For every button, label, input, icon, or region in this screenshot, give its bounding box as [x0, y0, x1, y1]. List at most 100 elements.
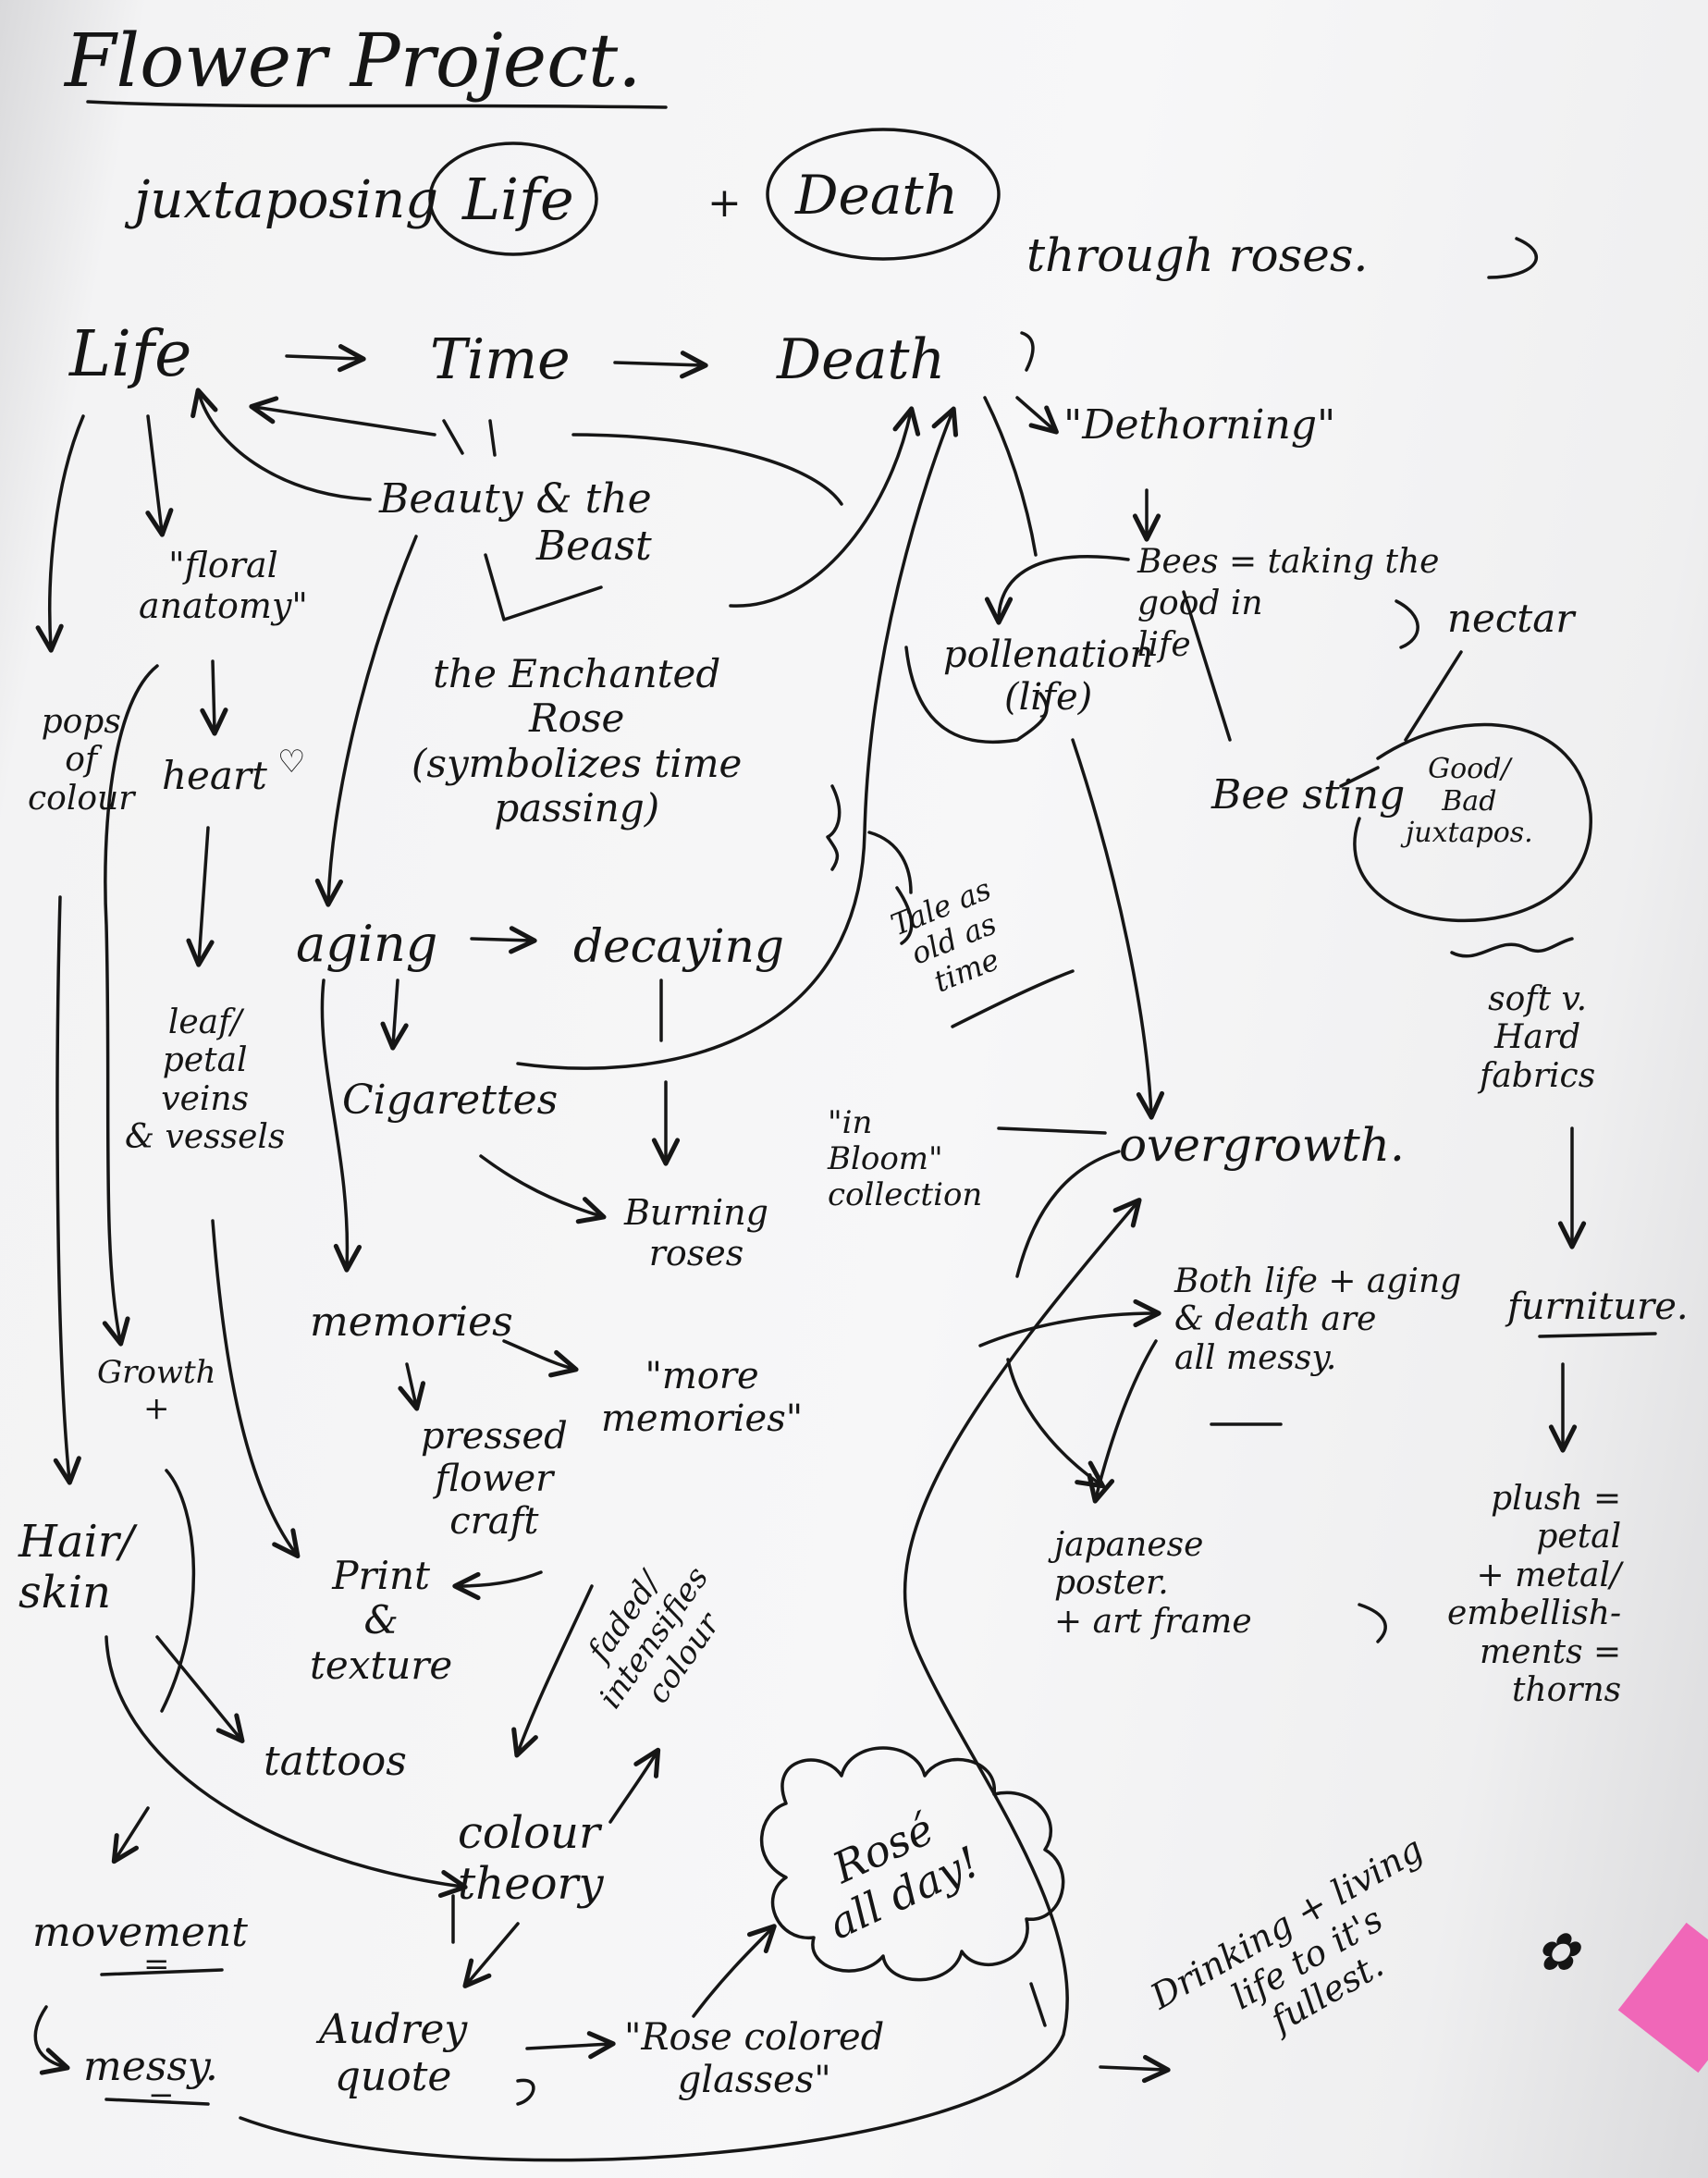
- arrow-beauty-aging: [314, 535, 418, 907]
- node-aging: aging: [296, 915, 438, 973]
- arrow-drinking: [1099, 2054, 1171, 2084]
- node-audrey: Audrey quote: [319, 2006, 468, 2100]
- arrow-bees-pollenation: [984, 555, 1130, 625]
- node-movement: movement: [32, 1909, 248, 1956]
- node-memories: memories: [310, 1298, 513, 1346]
- node-pops-of-colour: pops of colour: [28, 703, 135, 818]
- node-dethorning: "Dethorning": [1063, 401, 1336, 449]
- node-plush: plush = petal + metal/ embellish- ments …: [1447, 1480, 1622, 1709]
- nectar-line: [1404, 650, 1463, 742]
- arrow-beauty-to-life: [190, 388, 372, 501]
- arrow-glasses-rose: [692, 1924, 777, 2018]
- tale-border-top: [895, 886, 914, 945]
- arrow-aging-cigarettes: [380, 978, 409, 1051]
- nectar-bracket: [1395, 599, 1419, 649]
- node-bees: Bees = taking the good in life: [1137, 543, 1440, 664]
- arrow-time-to-life: [249, 396, 436, 437]
- death-swoosh: [1020, 331, 1035, 372]
- title-underline: [86, 100, 668, 109]
- long-swoop-to-overgrowth: [239, 1198, 1142, 2162]
- arrow-hair-tattoos: [155, 1635, 245, 1743]
- arrow-overgrowth-both: [978, 1298, 1161, 1347]
- arrow-overgrowth-japanese: [1006, 1358, 1106, 1489]
- node-burning-roses: Burning roses: [624, 1192, 768, 1274]
- node-leaf-petal: leaf/ petal veins & vessels: [125, 1003, 286, 1157]
- subtitle-death: Death: [795, 164, 959, 227]
- tale-underline: [951, 969, 1075, 1028]
- node-pollenation: pollenation (life): [943, 634, 1154, 719]
- rose-to-drinking-line: [1029, 1982, 1047, 2027]
- node-enchanted-rose: the Enchanted Rose (symbolizes time pass…: [412, 651, 743, 831]
- soft-hard-squiggle: [1450, 937, 1574, 958]
- japanese-bracket: [1358, 1603, 1387, 1643]
- node-decaying: decaying: [573, 919, 784, 973]
- tale-connector: [867, 831, 913, 894]
- arrow-beast-to-death: [729, 406, 921, 608]
- node-heart: heart: [162, 753, 267, 798]
- arrow-cigarettes-burning: [479, 1154, 607, 1224]
- arrow-life-time: [285, 344, 366, 373]
- node-life: Life: [69, 318, 192, 391]
- rose-cloud: [760, 1746, 1065, 1982]
- title: Flower Project.: [65, 18, 642, 104]
- time-beauty-line-1: [442, 419, 464, 455]
- node-time: Time: [430, 327, 571, 392]
- arrow-floral-heart: [200, 659, 228, 736]
- enchanted-bracket: [826, 784, 842, 871]
- node-beauty-beast: Beauty & the Beast: [379, 475, 652, 570]
- messy-equal-mark: =: [148, 2080, 175, 2117]
- node-good-bad: Good/ Bad juxtapos.: [1406, 753, 1533, 849]
- node-in-bloom: "in Bloom" collection: [828, 1104, 983, 1214]
- growth-to-tattoos-line: [160, 1469, 196, 1713]
- good-bad-circle: [1353, 722, 1592, 923]
- node-overgrowth: overgrowth.: [1119, 1118, 1405, 1172]
- arrow-pressed-colour: [511, 1584, 594, 1758]
- arrow-death-dethorning: [1015, 396, 1059, 435]
- pollen-loop: [904, 646, 1049, 744]
- arrow-decay-to-death: [516, 406, 959, 1070]
- bees-to-stingline: [1182, 590, 1232, 742]
- node-both-life: Both life + aging & death are all messy.: [1174, 1262, 1462, 1377]
- arrow-pollen-overgrowth: [1071, 738, 1165, 1120]
- node-pressed-flower: pressed flower craft: [421, 1415, 568, 1543]
- arrow-audrey-glasses: [525, 2031, 616, 2060]
- aging-to-memories: [320, 978, 362, 1273]
- arrow-hair-colour-theory: [104, 1635, 468, 1899]
- node-furniture: furniture.: [1507, 1286, 1689, 1328]
- arrow-life-pops: [35, 414, 85, 653]
- roses-bracket: [1487, 237, 1538, 279]
- arrow-leaf-print: [211, 1219, 301, 1559]
- subtitle-tail: through roses.: [1026, 228, 1369, 282]
- node-death: Death: [777, 327, 946, 392]
- arrow-pressed-print: [452, 1570, 543, 1601]
- node-nectar: nectar: [1447, 596, 1575, 641]
- arrow-colour-faded: [608, 1747, 661, 1824]
- subtitle-lead: juxtaposing: [134, 170, 439, 230]
- arrow-colour-audrey: [462, 1922, 520, 1988]
- audrey-bracket: [516, 2078, 535, 2106]
- node-cigarettes: Cigarettes: [342, 1077, 559, 1124]
- overgrowth-swoop: [1015, 1150, 1121, 1278]
- arrow-memories-more: [502, 1339, 579, 1378]
- bee-sting-connector: [1339, 766, 1380, 788]
- node-tattoos: tattoos: [264, 1738, 407, 1785]
- node-hair-skin: Hair/ skin: [18, 1516, 134, 1619]
- node-floral-anatomy: "floral anatomy": [139, 545, 308, 626]
- node-growth: Growth +: [97, 1354, 216, 1428]
- arrow-movement-messy: [33, 2005, 70, 2075]
- death-to-pollenation-line: [983, 396, 1038, 557]
- node-print-texture: Print & texture: [310, 1553, 453, 1688]
- arrow-heart-leaf: [186, 826, 215, 967]
- movement-equal: [100, 1968, 224, 1976]
- arrow-hair-movement: [111, 1806, 150, 1864]
- subtitle-plus: +: [707, 179, 742, 227]
- node-more-memories: "more memories": [601, 1355, 804, 1440]
- beauty-to-enchanted: [484, 553, 603, 621]
- heart-to-growth: [102, 664, 159, 1347]
- arrow-aging-decaying: [470, 926, 537, 954]
- beauty-connector: [571, 433, 843, 506]
- arrow-both-japanese: [1087, 1339, 1158, 1504]
- node-rose-glasses: "Rose colored glasses": [624, 2016, 885, 2101]
